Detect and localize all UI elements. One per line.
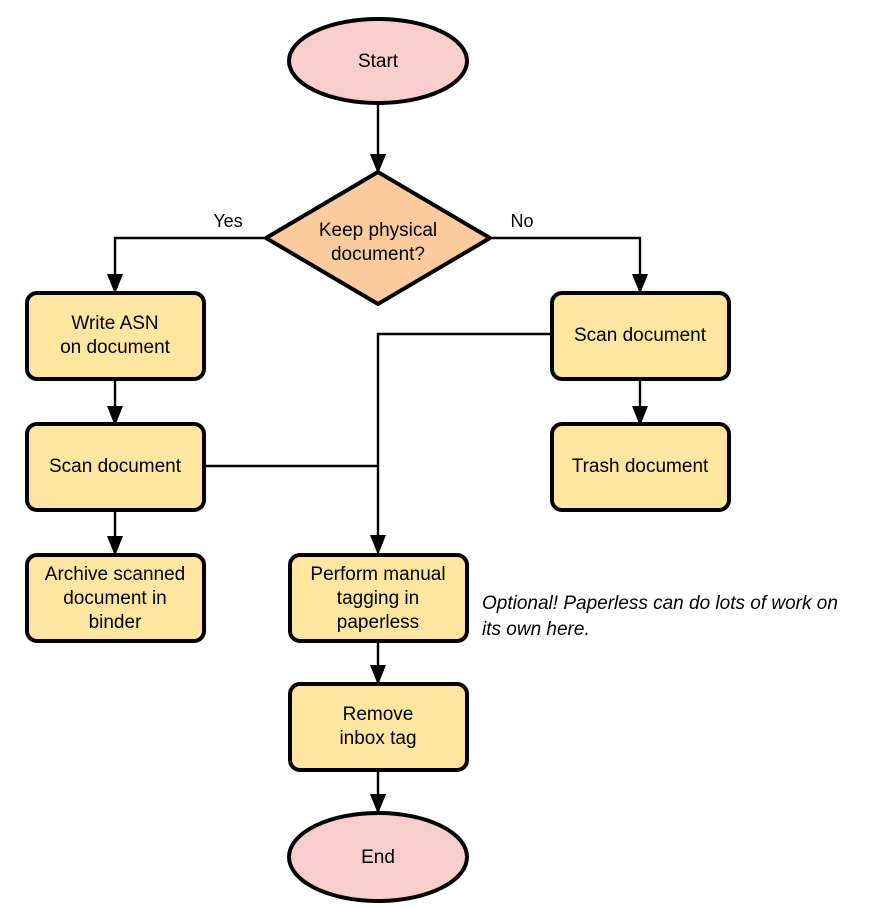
arrowhead-icon bbox=[632, 274, 648, 294]
scan-document-right-box-shape bbox=[550, 291, 731, 381]
remove-inbox-box-shape bbox=[288, 682, 469, 772]
annotation-optional-note-line2: its own here. bbox=[482, 619, 590, 640]
edge-decision-no-to-scan-right bbox=[491, 236, 648, 294]
node-write-asn-label-line1: Write ASN bbox=[71, 313, 158, 334]
arrowhead-icon bbox=[370, 535, 386, 555]
node-archive-label-line3: binder bbox=[89, 612, 142, 633]
decision-diamond-shape bbox=[264, 170, 492, 306]
node-scan-document-right-label: Scan document bbox=[574, 325, 707, 346]
node-remove-inbox-label-line2: inbox tag bbox=[339, 728, 416, 749]
node-decision-label-line2: document? bbox=[331, 244, 425, 265]
arrowhead-icon bbox=[370, 794, 386, 814]
node-decision-keep-physical-document[interactable]: Keep physical document? bbox=[264, 170, 492, 306]
arrowhead-icon bbox=[107, 536, 123, 556]
end-ellipse-shape bbox=[287, 811, 469, 903]
arrowhead-icon bbox=[370, 665, 386, 685]
edge-label-no: No bbox=[510, 211, 533, 231]
node-decision-label-line1: Keep physical bbox=[319, 220, 437, 241]
edge-tagging-to-remove-inbox bbox=[370, 641, 386, 685]
node-remove-inbox-tag[interactable]: Remove inbox tag bbox=[288, 682, 469, 772]
edge-decision-yes-to-write-asn bbox=[107, 236, 265, 294]
arrowhead-icon bbox=[632, 406, 648, 426]
edge-scan-left-to-archive bbox=[107, 510, 123, 556]
node-archive-label-line1: Archive scanned bbox=[45, 564, 185, 585]
start-ellipse-shape bbox=[287, 17, 469, 105]
scan-document-left-box-shape bbox=[25, 422, 206, 512]
node-scan-document-right[interactable]: Scan document bbox=[550, 291, 731, 381]
node-start[interactable]: Start bbox=[287, 17, 469, 105]
edge-scan-right-to-tagging bbox=[370, 332, 552, 555]
node-trash-document-label: Trash document bbox=[572, 456, 709, 477]
annotation-optional-note-line1: Optional! Paperless can do lots of work … bbox=[482, 593, 838, 614]
node-tagging-label-line2: tagging in bbox=[337, 588, 419, 609]
annotation-optional-note: Optional! Paperless can do lots of work … bbox=[482, 593, 838, 640]
edge-label-yes: Yes bbox=[213, 211, 242, 231]
edge-scan-right-to-trash bbox=[632, 378, 648, 426]
write-asn-box-shape bbox=[25, 291, 206, 381]
tagging-box-shape bbox=[288, 553, 469, 643]
node-end[interactable]: End bbox=[287, 811, 469, 903]
node-tagging-label-line3: paperless bbox=[337, 612, 419, 633]
node-write-asn-label-line2: on document bbox=[60, 337, 171, 358]
arrowhead-icon bbox=[107, 274, 123, 294]
node-perform-manual-tagging[interactable]: Perform manual tagging in paperless bbox=[288, 553, 469, 643]
node-write-asn-on-document[interactable]: Write ASN on document bbox=[25, 291, 206, 381]
node-scan-document-left[interactable]: Scan document bbox=[25, 422, 206, 512]
node-archive-scanned-document[interactable]: Archive scanned document in binder bbox=[25, 553, 206, 643]
arrowhead-icon bbox=[370, 154, 386, 174]
node-end-label: End bbox=[361, 847, 395, 868]
node-remove-inbox-label-line1: Remove bbox=[343, 704, 414, 725]
node-scan-document-left-label: Scan document bbox=[49, 456, 182, 477]
edge-remove-inbox-to-end bbox=[370, 770, 386, 814]
archive-box-shape bbox=[25, 553, 206, 643]
edge-write-asn-to-scan-left bbox=[107, 378, 123, 426]
node-start-label: Start bbox=[358, 51, 399, 72]
edge-start-to-decision bbox=[370, 101, 386, 174]
node-trash-document[interactable]: Trash document bbox=[550, 422, 731, 512]
node-archive-label-line2: document in bbox=[63, 588, 167, 609]
node-tagging-label-line1: Perform manual bbox=[310, 564, 445, 585]
arrowhead-icon bbox=[107, 406, 123, 426]
trash-document-box-shape bbox=[550, 422, 731, 512]
